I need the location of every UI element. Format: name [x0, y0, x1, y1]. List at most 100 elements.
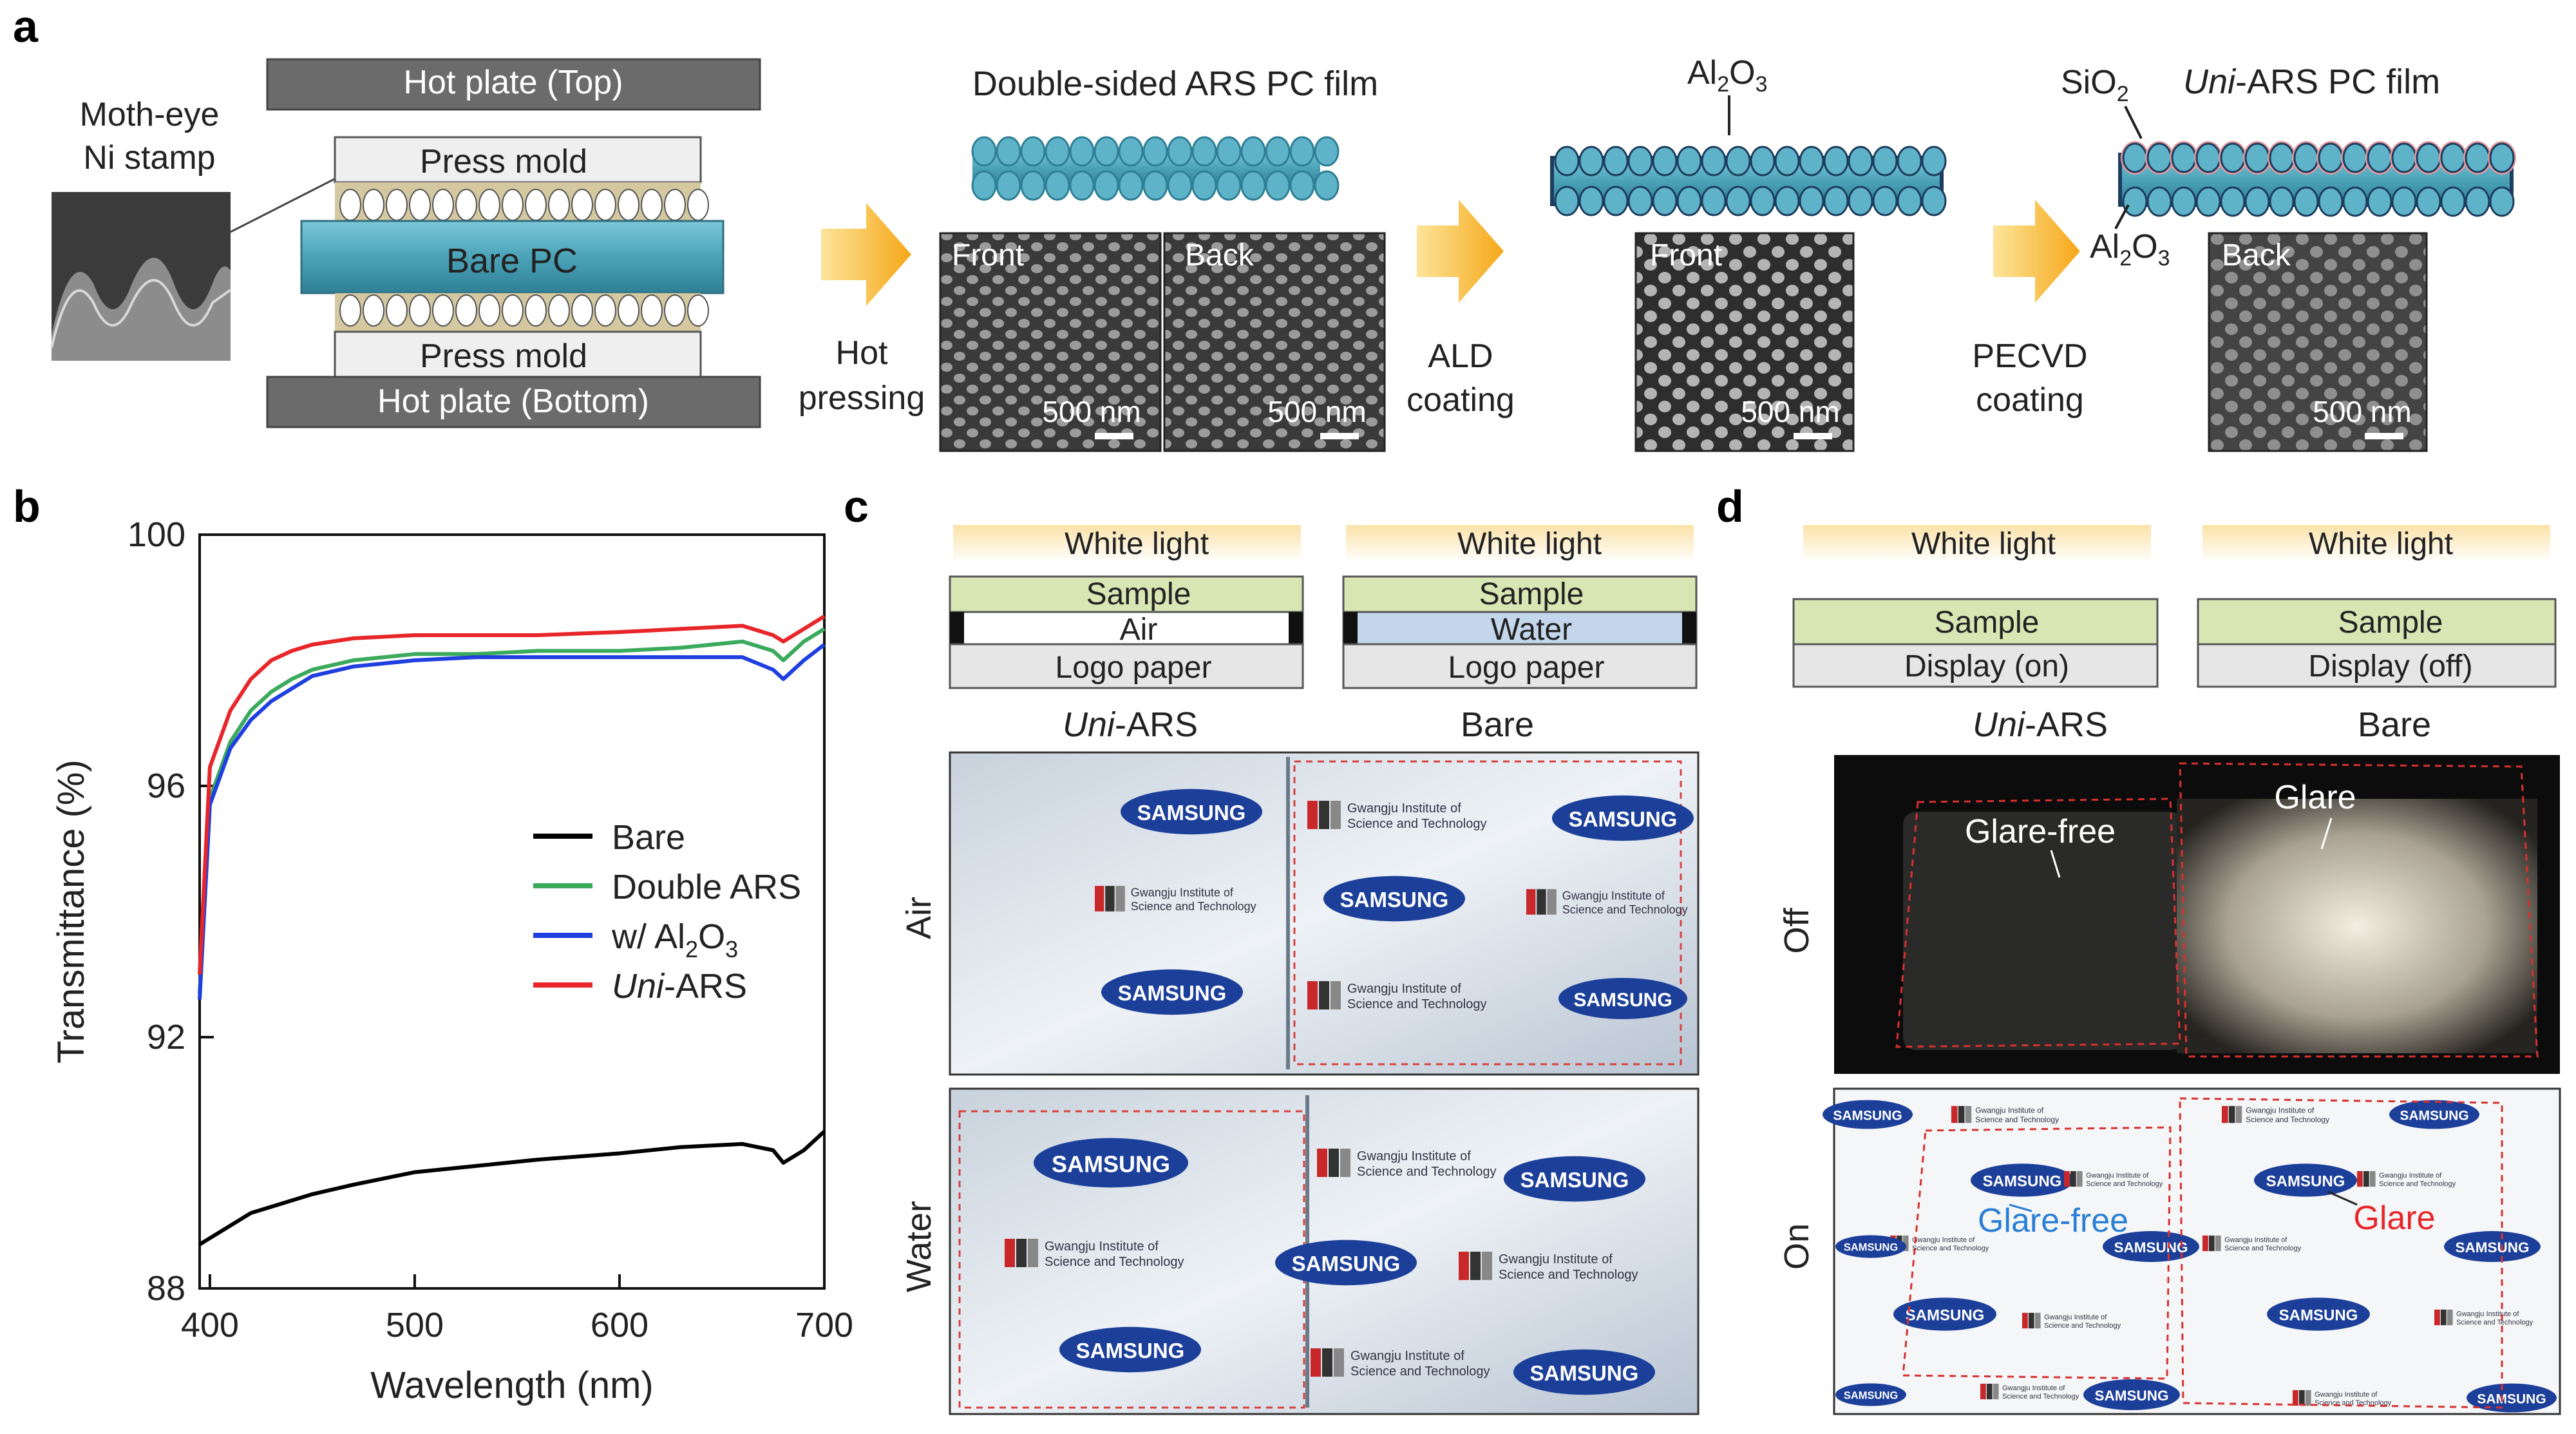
d-col-bare: Bare: [2358, 705, 2431, 744]
d-glare-free-off-pointer: [2050, 850, 2061, 878]
mold-bump: [525, 189, 547, 221]
gist-logo-text: Gwangju Institute of: [1912, 1236, 1975, 1244]
samsung-logo-text: SAMSUNG: [2455, 1239, 2529, 1256]
gist-logo-block: [1095, 886, 1104, 912]
film-bump-top: [2171, 142, 2197, 173]
c-row-water: Water: [900, 1201, 938, 1292]
samsung-logo: [1275, 1239, 1417, 1286]
gist-logo-block: [1986, 1383, 1993, 1400]
gist-logo-block: [2305, 1390, 2311, 1406]
film-bump-bottom: [1578, 186, 1604, 216]
al2o3-bottom-label: Al2O3: [2090, 228, 2170, 271]
mold-texture-top: [335, 182, 709, 221]
film-bump-bottom: [2293, 186, 2319, 217]
film-bump-top: [1094, 136, 1119, 167]
sem-back2-scale: 500 nm: [2313, 395, 2411, 428]
gist-logo-block: [1028, 1239, 1038, 1267]
gist-logo-block: [2357, 1171, 2363, 1187]
sem-front-scalebar: [1095, 433, 1133, 439]
d-white-light-2: [2202, 525, 2550, 562]
sem-front2-scalebar: [1794, 433, 1832, 439]
film-bump-bottom: [1799, 186, 1824, 216]
legend-label-al2o3: w/ Al2O3: [611, 917, 738, 962]
moth-eye-sem-image: [50, 192, 232, 361]
mold-bump: [432, 294, 454, 327]
mold-bump: [664, 189, 686, 221]
gist-logo-block: [2076, 1171, 2083, 1187]
legend-label-bare: Bare: [612, 818, 685, 857]
d-glare-free-off-label: Glare-free: [1965, 813, 2116, 850]
d-display-on-label: Display (on): [1904, 649, 2069, 684]
gist-logo-block: [1470, 1252, 1481, 1280]
samsung-logo: [1034, 1138, 1188, 1188]
film-bump-bottom: [2391, 186, 2417, 217]
gist-logo-block: [1319, 801, 1329, 829]
sem-front-label: Front: [952, 238, 1024, 272]
c-water-spacer-right: [1682, 612, 1696, 644]
mold-bump: [571, 294, 593, 327]
film-bump-top: [1142, 136, 1168, 167]
film-bump-bottom: [2244, 186, 2270, 217]
d-sample-1: [1792, 598, 2159, 645]
samsung-logo: [1121, 789, 1262, 835]
mold-bump: [386, 294, 408, 327]
bare-pc: [300, 220, 724, 294]
samsung-logo-text: SAMSUNG: [1530, 1361, 1639, 1385]
gist-logo-block: [1307, 801, 1318, 829]
c-white-light-2-label: White light: [1457, 527, 1602, 561]
film-bump-bottom: [1848, 186, 1873, 216]
gist-logo-block: [2034, 1312, 2041, 1329]
gist-logo-text: Science and Technology: [1347, 817, 1486, 831]
al2o3-top-label: Al2O3: [1687, 54, 1768, 97]
series-line-1: [198, 627, 826, 993]
samsung-logo: [1552, 795, 1694, 841]
c-white-light-1: [953, 525, 1301, 562]
film-bump-bottom: [2367, 186, 2392, 217]
gist-logo-block: [1331, 981, 1341, 1009]
film-bump-bottom: [1725, 186, 1751, 216]
gist-logo-block: [1329, 1149, 1339, 1177]
d-white-light-1-label: White light: [1911, 527, 2056, 561]
c-white-light-2: [1346, 525, 1694, 562]
film-bump-bottom: [1069, 170, 1095, 201]
c-col-uni: Uni-ARS: [1063, 705, 1198, 744]
gist-logo-block: [2293, 1390, 2298, 1406]
film-bump-top: [1167, 136, 1193, 167]
hot-pressing-label-2: pressing: [799, 379, 925, 417]
film-bump-bottom: [1627, 186, 1653, 216]
samsung-logo: [1558, 978, 1687, 1019]
c-air-spacer-right: [1289, 612, 1303, 644]
samsung-logo-text: SAMSUNG: [1844, 1242, 1898, 1254]
gist-logo-text: Gwangju Institute of: [1347, 801, 1461, 816]
gist-logo-block: [2028, 1312, 2034, 1329]
x-axis-label: Wavelength (nm): [370, 1364, 653, 1406]
sem-back-label: Back: [1185, 238, 1255, 272]
double-sided-film: [971, 136, 1340, 201]
x-tick-label: 500: [386, 1306, 444, 1344]
samsung-logo-text: SAMSUNG: [1833, 1108, 1902, 1123]
mold-bump: [339, 189, 361, 221]
film-bump-bottom: [2342, 186, 2368, 217]
chart-legend: Bare Double ARS w/ Al2O3 Uni-ARS: [533, 818, 801, 1006]
d-glare-on-label: Glare: [2353, 1200, 2435, 1237]
mold-bump: [363, 294, 384, 327]
gist-logo-text: Science and Technology: [2044, 1322, 2121, 1330]
gist-logo-block: [1547, 889, 1557, 915]
gist-logo-text: Gwangju Institute of: [2044, 1314, 2107, 1321]
samsung-logo-text: SAMSUNG: [1137, 801, 1246, 825]
film-bump-top: [2440, 142, 2466, 173]
d-display-off-label: Display (off): [2308, 649, 2472, 684]
mold-bump: [618, 189, 639, 221]
film-bump-bottom: [1240, 170, 1266, 201]
panel-c-letter: c: [844, 481, 869, 531]
gist-logo-block: [1482, 1252, 1492, 1280]
d-glare-off-label: Glare: [2274, 779, 2356, 816]
series-line-0: [198, 1130, 826, 1247]
samsung-logo-text: SAMSUNG: [1076, 1339, 1185, 1362]
press-mold-top-label: Press mold: [420, 143, 587, 180]
c-sample-2-label: Sample: [1479, 577, 1584, 611]
bare-pc-label: Bare PC: [446, 242, 578, 280]
film-bump-bottom: [1191, 170, 1217, 201]
